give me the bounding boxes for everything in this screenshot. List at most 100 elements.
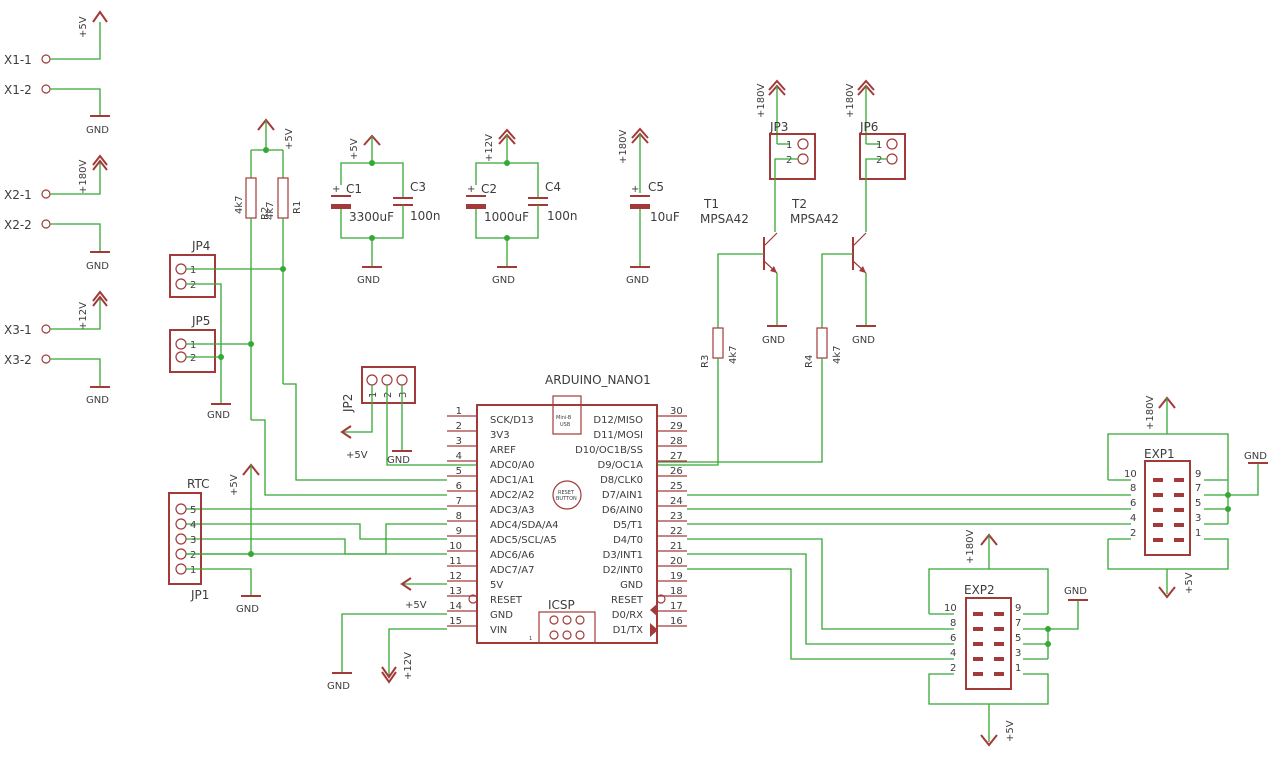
svg-text:+: + bbox=[631, 184, 639, 195]
svg-text:MPSA42: MPSA42 bbox=[700, 212, 749, 226]
svg-text:3: 3 bbox=[190, 535, 196, 546]
svg-text:JP6: JP6 bbox=[859, 120, 878, 134]
nano-pin-name: D8/CLK0 bbox=[600, 475, 643, 486]
nano-right-wires bbox=[687, 494, 1131, 660]
svg-text:3: 3 bbox=[398, 392, 409, 398]
svg-text:GND: GND bbox=[357, 275, 380, 286]
svg-text:1: 1 bbox=[190, 565, 196, 576]
nano-pin-number: 21 bbox=[670, 541, 683, 552]
resistor-r1-r2: +5V 4k7 R2 4k7 R1 bbox=[234, 118, 303, 420]
svg-text:9: 9 bbox=[1195, 469, 1201, 480]
svg-text:GND: GND bbox=[207, 410, 230, 421]
svg-text:GND: GND bbox=[327, 681, 350, 692]
supply-arrow-icon: +180V bbox=[78, 154, 108, 194]
nano-pin-name: 5V bbox=[490, 580, 503, 591]
nano-pin-name: SCK/D13 bbox=[490, 415, 534, 426]
nano-pin-number: 20 bbox=[670, 556, 683, 567]
svg-text:4: 4 bbox=[950, 648, 956, 659]
supply-arrow-icon: +12V bbox=[78, 290, 108, 330]
svg-text:GND: GND bbox=[236, 604, 259, 615]
header-pin-icon bbox=[973, 627, 983, 631]
svg-text:4k7: 4k7 bbox=[234, 195, 245, 214]
svg-text:2: 2 bbox=[786, 155, 792, 166]
svg-text:100n: 100n bbox=[410, 209, 441, 223]
nano-pin-name: D9/OC1A bbox=[598, 460, 644, 471]
header-pin-icon bbox=[1153, 478, 1163, 482]
svg-text:4: 4 bbox=[1130, 513, 1136, 524]
svg-text:1: 1 bbox=[1195, 528, 1201, 539]
nano-pin-number: 24 bbox=[670, 496, 683, 507]
nano-pin-name: VIN bbox=[490, 625, 507, 636]
nano-pin-number: 6 bbox=[456, 481, 462, 492]
svg-text:GND: GND bbox=[492, 275, 515, 286]
svg-text:+12V: +12V bbox=[403, 652, 414, 680]
svg-text:C5: C5 bbox=[648, 180, 664, 194]
svg-text:+180V: +180V bbox=[618, 130, 629, 164]
svg-text:GND: GND bbox=[626, 275, 649, 286]
nano-pin-name: ADC1/A1 bbox=[490, 475, 534, 486]
svg-text:2: 2 bbox=[876, 155, 882, 166]
header-pin-icon bbox=[1153, 508, 1163, 512]
nano-pin-name: 3V3 bbox=[490, 430, 510, 441]
usb-connector-icon bbox=[552, 395, 582, 435]
svg-text:GND: GND bbox=[86, 125, 109, 136]
connector-x2-2-label: X2-2 bbox=[4, 218, 32, 232]
header-pin-icon bbox=[1153, 538, 1163, 542]
svg-text:RESET: RESET bbox=[558, 490, 575, 496]
connector-pad bbox=[41, 84, 51, 94]
svg-text:R2: R2 bbox=[260, 207, 271, 220]
svg-text:+12V: +12V bbox=[484, 134, 495, 162]
header-rtc-jp1: RTC 5 4 3 2 1 JP1 +5V GND bbox=[168, 463, 261, 615]
nano-pin-number: 9 bbox=[456, 526, 462, 537]
header-pin-icon bbox=[994, 672, 1004, 676]
connector-pad bbox=[41, 189, 51, 199]
svg-text:+180V: +180V bbox=[1145, 396, 1156, 430]
nano-pin-number: 7 bbox=[456, 496, 462, 507]
nano-pin-number: 13 bbox=[449, 586, 462, 597]
svg-text:3: 3 bbox=[1195, 513, 1201, 524]
nano-pin-number: 18 bbox=[670, 586, 683, 597]
svg-text:4k7: 4k7 bbox=[265, 201, 276, 220]
svg-text:6: 6 bbox=[950, 633, 956, 644]
header-jp5: JP5 1 2 bbox=[169, 314, 254, 373]
supply-arrow-icon: +5V bbox=[78, 10, 108, 38]
svg-text:+12V: +12V bbox=[78, 302, 89, 330]
svg-text:GND: GND bbox=[852, 335, 875, 346]
nano-pin-number: 28 bbox=[670, 436, 683, 447]
svg-text:2: 2 bbox=[1130, 528, 1136, 539]
svg-text:+5V: +5V bbox=[1005, 720, 1016, 742]
resistor-r2-icon bbox=[245, 177, 257, 219]
svg-text:R1: R1 bbox=[292, 201, 303, 214]
svg-text:9: 9 bbox=[1015, 603, 1021, 614]
svg-text:1: 1 bbox=[529, 636, 532, 642]
svg-text:10uF: 10uF bbox=[650, 210, 680, 224]
ground-icon: GND bbox=[207, 403, 231, 421]
connector-pad bbox=[41, 324, 51, 334]
svg-text:C4: C4 bbox=[545, 180, 561, 194]
connector-x3-2-label: X3-2 bbox=[4, 353, 32, 367]
svg-text:+5V: +5V bbox=[284, 128, 295, 150]
svg-text:1000uF: 1000uF bbox=[484, 210, 529, 224]
svg-text:JP4: JP4 bbox=[191, 239, 210, 253]
svg-text:2: 2 bbox=[190, 280, 196, 291]
header-pin-icon bbox=[973, 642, 983, 646]
connector-x2-1-label: X2-1 bbox=[4, 188, 32, 202]
svg-text:4k7: 4k7 bbox=[728, 345, 739, 364]
svg-text:+: + bbox=[467, 184, 475, 195]
nano-pin-name: GND bbox=[620, 580, 643, 591]
nano-pin-name: ADC0/A0 bbox=[490, 460, 534, 471]
svg-text:JP3: JP3 bbox=[769, 120, 788, 134]
transistor-t1: +180V JP3 1 2 T1 MPSA42 GND R3 4k7 bbox=[657, 79, 816, 466]
nano-pin-number: 10 bbox=[449, 541, 462, 552]
nano-pin-name: D2/INT0 bbox=[603, 565, 643, 576]
svg-text:GND: GND bbox=[86, 395, 109, 406]
svg-text:+180V: +180V bbox=[78, 160, 89, 194]
nano-pin-number: 5 bbox=[456, 466, 462, 477]
connector-x1-1-label: X1-1 bbox=[4, 53, 32, 67]
header-pin-icon bbox=[973, 672, 983, 676]
nano-pin-number: 8 bbox=[456, 511, 462, 522]
svg-text:R4: R4 bbox=[804, 355, 815, 368]
header-pin-icon bbox=[1174, 508, 1184, 512]
resistor-r4-icon bbox=[816, 327, 828, 359]
svg-text:6: 6 bbox=[1130, 498, 1136, 509]
